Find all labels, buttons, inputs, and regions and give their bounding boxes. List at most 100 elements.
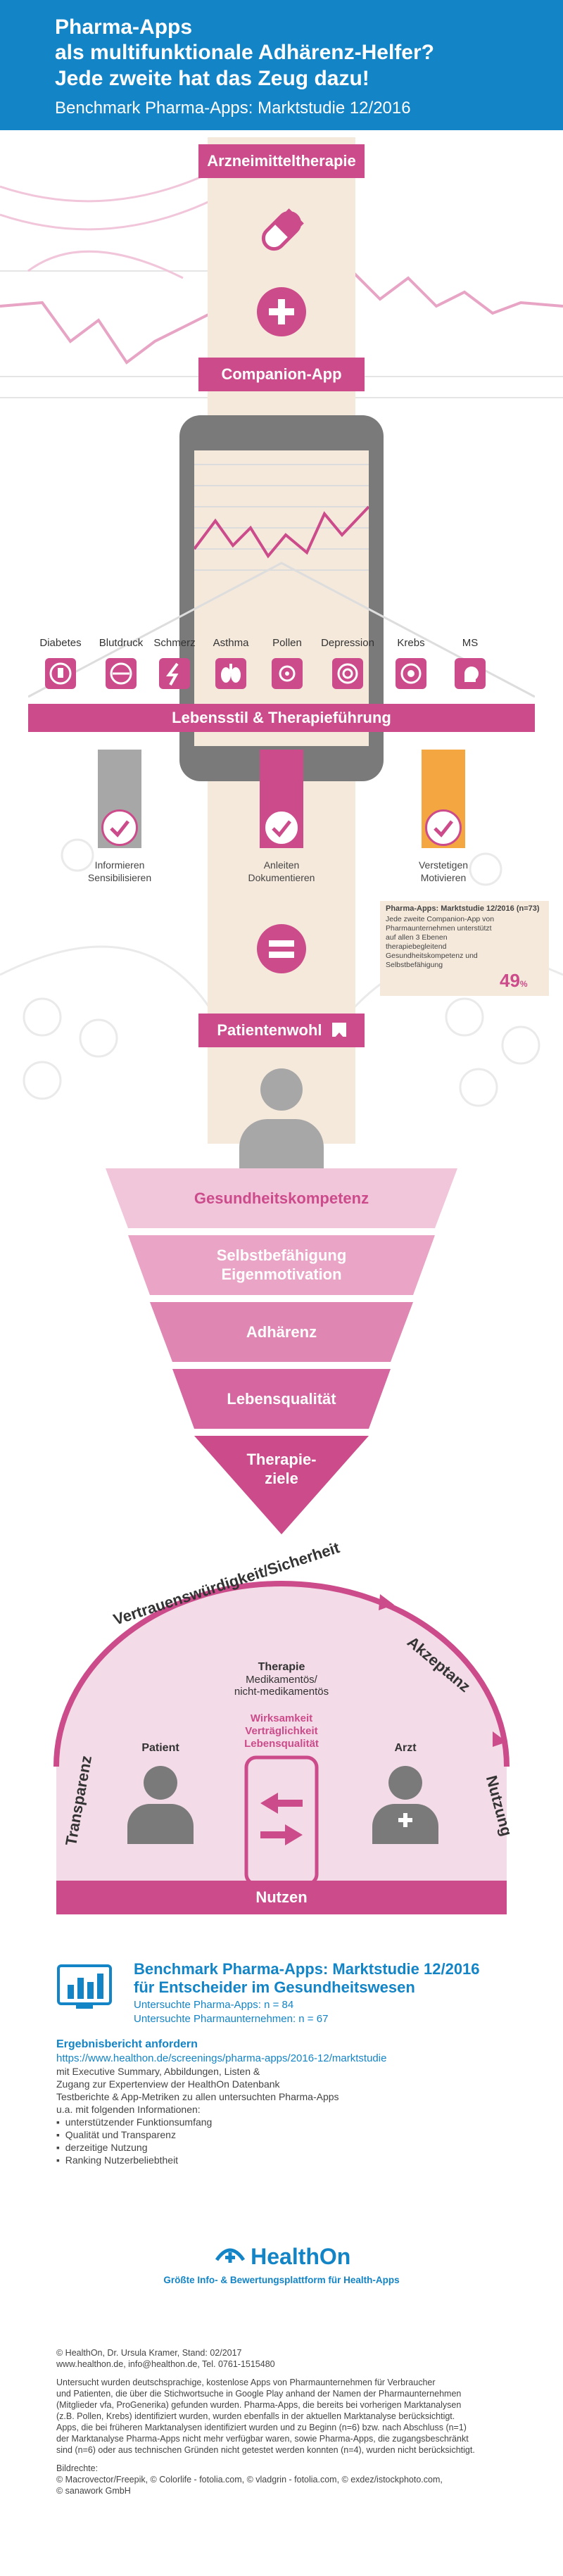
category-label: MS [462,637,479,649]
function-motivate: Verstetigen Motivieren [387,859,500,884]
therapy-sub: nicht-medikamentös [234,1686,329,1698]
benchmark-sub-2: Untersuchte Pharmaunternehmen: n = 67 [134,2013,329,2025]
title-line-2: als multifunktionale Adhärenz-Helfer? [55,41,434,64]
report-heading: Ergebnisbericht anfordern [56,2038,198,2050]
funnel-graphic [106,1168,457,1534]
cancer-icon [396,658,426,689]
therapy-info: Therapie Medikamentös/ nicht-medikamentö… [211,1661,352,1698]
function-line: Informieren [94,859,145,871]
funnel-line: Selbstbefähigung [216,1246,347,1264]
patient-label: Patient [141,1742,179,1754]
stat-unit: % [519,979,528,989]
bullet-text: Qualität und Transparenz [65,2129,176,2140]
report-block: Ergebnisbericht anfordern https://www.he… [56,2038,535,2166]
header-banner: Pharma-Apps als multifunktionale Adhären… [0,0,563,130]
category-label: Depression [321,637,374,649]
funnel-level-1: Gesundheitskompetenz [194,1189,369,1207]
benchmark-title-1: Benchmark Pharma-Apps: Marktstudie 12/20… [134,1960,480,1978]
stat-text: Jede zweite Companion-App von Pharmaunte… [386,915,495,969]
phone-screen [194,450,369,746]
category-label: Krebs [397,637,425,649]
categories-row: Diabetes Blutdruck Schmerz Asthma Pollen… [28,637,535,700]
pain-icon [159,658,190,689]
efficacy-line: Lebensqualität [244,1738,319,1750]
report-bullet: ▪ Qualität und Transparenz [56,2129,176,2140]
footer-method: Untersucht wurden deutschsprachige, kost… [56,2378,436,2387]
function-guide: Anleiten Dokumentieren [225,859,338,884]
footer-credit: © HealthOn, Dr. Ursula Kramer, Stand: 02… [56,2348,242,2358]
patient-icon [127,1766,194,1844]
healthon-logo-icon [213,2242,248,2272]
report-line: mit Executive Summary, Abbildungen, List… [56,2066,260,2077]
funnel-line: ziele [265,1470,298,1487]
lifestyle-label: Lebensstil & Therapieführung [28,704,535,732]
function-line: Verstetigen [418,859,469,871]
funnel-level-2: Selbstbefähigung Eigenmotivation [128,1246,435,1284]
efficacy-line: Wirksamkeit [250,1712,313,1724]
person-icon [239,1068,324,1168]
check-icon [263,809,300,846]
footer-credit: www.healthon.de, info@healthon.de, Tel. … [56,2359,275,2369]
report-bullet: ▪ derzeitige Nutzung [56,2142,148,2153]
therapy-title: Therapie [258,1661,305,1673]
funnel-line: Therapie- [246,1451,317,1468]
funnel-level-5: Therapie- ziele [194,1450,369,1488]
depression-icon [332,658,363,689]
funnel-level-3: Adhärenz [246,1323,317,1341]
report-bullet: ▪ Ranking Nutzerbeliebtheit [56,2154,179,2166]
benchmark-sub-1: Untersuchte Pharma-Apps: n = 84 [134,1999,294,2011]
stat-value: 49% [500,970,528,992]
chart-icon [57,1964,112,2009]
category-label: Pollen [272,637,302,649]
blood-pressure-icon [106,658,137,689]
roof-outline [28,562,535,698]
bullet-text: Ranking Nutzerbeliebtheit [65,2154,179,2166]
report-bullet: ▪ unterstützender Funktionsumfang [56,2116,213,2128]
asthma-lungs-icon [215,658,246,689]
benchmark-block: Benchmark Pharma-Apps: Marktstudie 12/20… [134,1960,542,2026]
cycle-section: Vertrauenswürdigkeit/Sicherheit Akzeptan… [0,1539,563,1914]
nutzen-bar: Nutzen [56,1881,507,1914]
footer-method: der Marktanalyse Pharma-Apps nicht mehr … [56,2434,469,2444]
report-line: u.a. mit folgenden Informationen: [56,2104,201,2115]
patientenwohl-bar: Patientenwohl [198,1014,365,1047]
title-line-1: Pharma-Apps [55,15,193,39]
function-line: Dokumentieren [248,872,315,883]
bullet-text: unterstützender Funktionsumfang [65,2116,213,2128]
category-label: Asthma [213,637,249,649]
funnel: Gesundheitskompetenz Selbstbefähigung Ei… [0,1168,563,1534]
stat-number: 49 [500,970,520,991]
footer-images: © sanawork GmbH [56,2486,131,2496]
footer-method: (Mitglieder vfa, ProGenerika) gefunden w… [56,2400,462,2410]
ms-head-icon [455,658,486,689]
footer-images: © Macrovector/Freepik, © Colorlife - fot… [56,2475,443,2485]
equals-icon [257,924,306,973]
efficacy-line: Verträglichkeit [245,1725,318,1737]
doctor-icon [372,1766,438,1844]
therapy-label: Arzneimitteltherapie [198,144,365,178]
companion-app-label: Companion-App [198,358,365,391]
doctor-label: Arzt [394,1742,417,1754]
footer-method: sind (n=6) oder aus technischen Gründen … [56,2445,475,2455]
function-line: Motivieren [420,872,467,883]
healthon-logo-text: HealthOn [251,2244,351,2269]
stat-heading: Pharma-Apps: Marktstudie 12/2016 (n=73) [386,904,540,913]
category-label: Blutdruck [99,637,144,649]
pill-icon [261,208,304,251]
healthon-logo: HealthOn Größte Info- & Bewertungsplattf… [141,2242,422,2285]
phone-chart-graphic [194,464,369,571]
report-link[interactable]: https://www.healthon.de/screenings/pharm… [56,2052,387,2064]
footer-method: und Patienten, die über die Stichwortsuc… [56,2389,462,2399]
funnel-level-4: Lebensqualität [227,1390,336,1408]
efficacy-list: Wirksamkeit Verträglichkeit Lebensqualit… [232,1712,331,1750]
report-line: Zugang zur Expertenview der HealthOn Dat… [56,2078,280,2090]
therapy-sub: Medikamentös/ [246,1674,317,1686]
check-icon [425,809,462,846]
benchmark-title-2: für Entscheider im Gesundheitswesen [134,1978,415,1996]
patientenwohl-label: Patientenwohl [217,1021,322,1039]
healthon-tagline: Größte Info- & Bewertungsplattform für H… [163,2275,400,2285]
phone-exchange-icon [244,1755,319,1886]
diabetes-icon [45,658,76,689]
subtitle: Benchmark Pharma-Apps: Marktstudie 12/20… [55,99,411,118]
category-label: Diabetes [39,637,82,649]
